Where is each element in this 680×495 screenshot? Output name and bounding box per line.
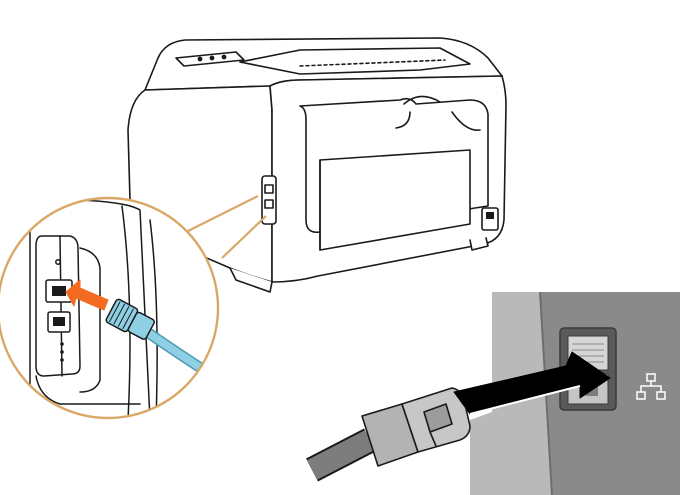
printer-output-tray <box>239 47 471 75</box>
callout-leader-bottom <box>221 215 267 259</box>
network-lan-icon <box>636 373 666 400</box>
callout-circle-ring <box>0 196 220 420</box>
printer <box>127 37 507 293</box>
gray-plug <box>361 387 471 467</box>
zoom-callout <box>0 195 267 420</box>
callout-leader-top <box>185 195 259 233</box>
callout-insert-arrow <box>65 279 109 311</box>
callout-contents <box>29 198 218 418</box>
callout-blue-plug <box>105 298 155 340</box>
gray-cable-assembly <box>306 387 471 482</box>
callout-port-bay <box>35 235 81 377</box>
